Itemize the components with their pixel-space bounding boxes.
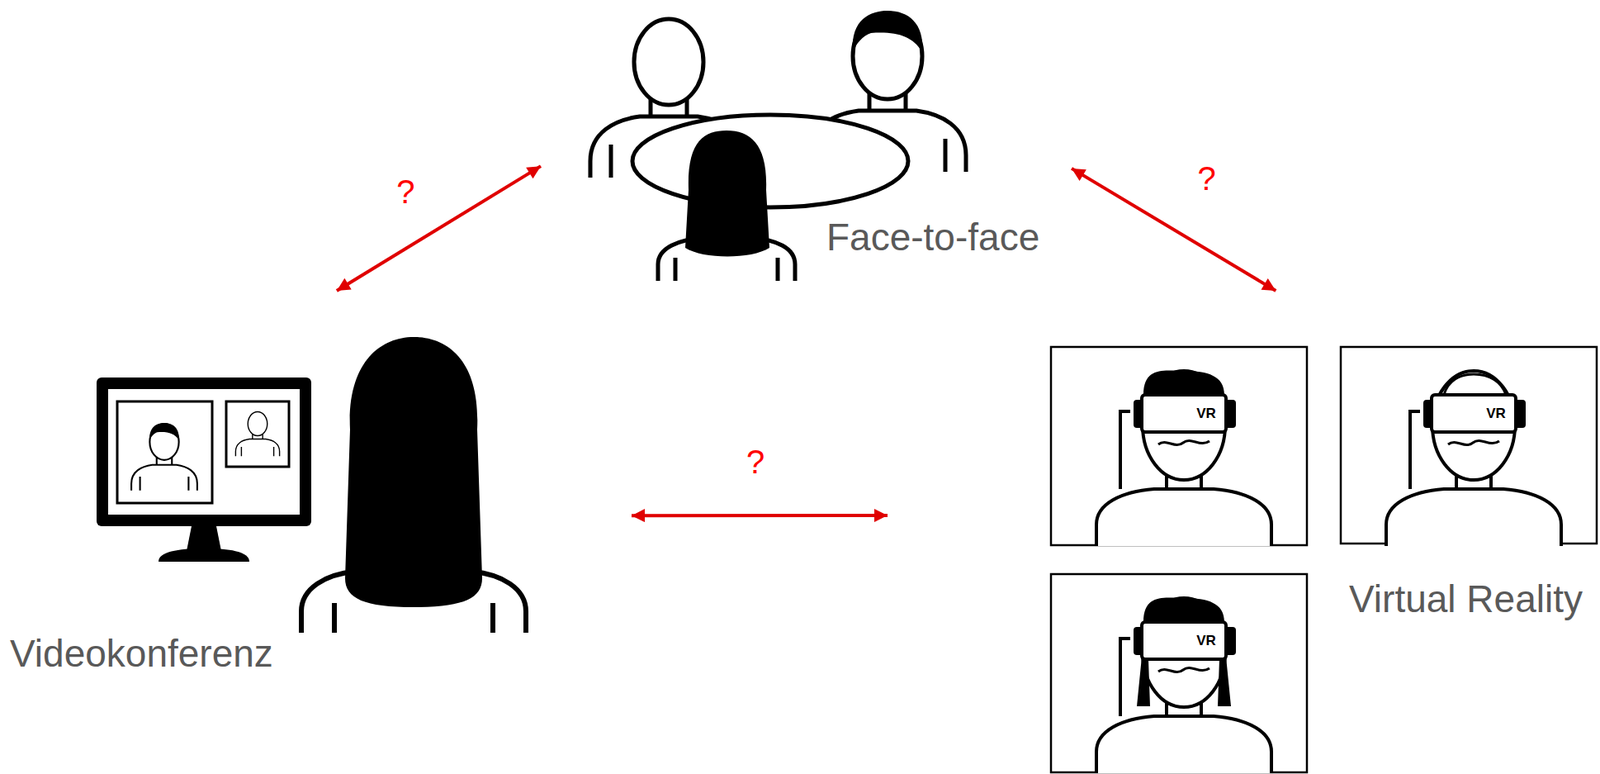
headset-label: VR (1486, 405, 1506, 422)
scene-group: Videokonferenz (8, 290, 632, 679)
double-arrow (631, 513, 888, 517)
double-arrow (1071, 168, 1276, 291)
headset-label: VR (1196, 405, 1217, 422)
headset-label: VR (1196, 632, 1217, 649)
question-mark: ? (1195, 159, 1219, 198)
video-call-illustration (96, 336, 526, 633)
scene-caption: Virtual Reality (1349, 577, 1583, 621)
scene-group: Face-to-face (540, 0, 1072, 285)
question-mark: ? (743, 442, 767, 481)
scene-caption: Videokonferenz (9, 631, 274, 676)
vr-illustration (1050, 346, 1597, 773)
scene-caption: Face-to-face (826, 215, 1040, 260)
scene-group: Virtual Reality (887, 290, 1600, 774)
question-mark: ? (393, 172, 417, 211)
double-arrow (336, 165, 541, 291)
